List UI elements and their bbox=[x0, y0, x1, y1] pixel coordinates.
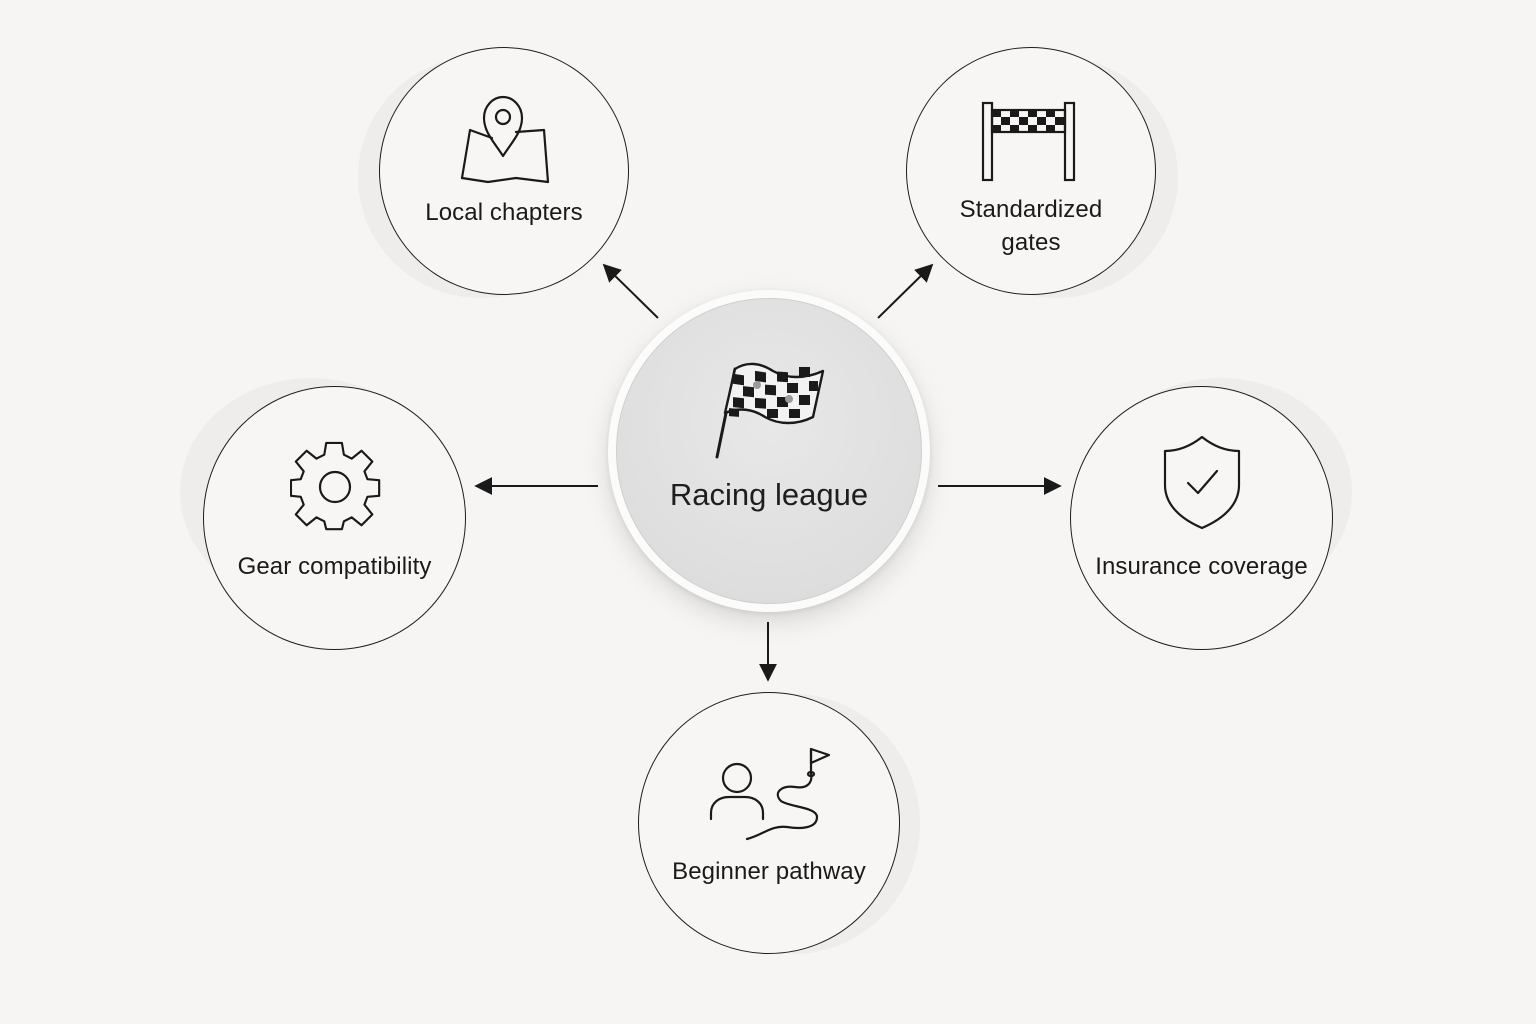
node-label: Gear compatibility bbox=[237, 553, 432, 580]
node-label: Beginner pathway bbox=[672, 858, 866, 885]
node-label-line-1: Standardized bbox=[959, 196, 1103, 223]
node-gear-compatibility[interactable]: Gear compatibility bbox=[203, 386, 466, 650]
node-standardized-gates[interactable]: Standardized gates bbox=[906, 47, 1156, 295]
center-hub[interactable]: Racing league bbox=[616, 298, 922, 604]
node-local-chapters[interactable]: Local chapters bbox=[379, 47, 629, 295]
node-beginner-pathway[interactable]: Beginner pathway bbox=[638, 692, 900, 954]
checkered-flag-icon bbox=[715, 362, 825, 459]
node-label: Insurance coverage bbox=[1095, 553, 1308, 580]
gear-icon bbox=[290, 441, 381, 531]
node-insurance-coverage[interactable]: Insurance coverage bbox=[1070, 386, 1333, 650]
node-label: Local chapters bbox=[425, 199, 583, 226]
center-hub-label: Racing league bbox=[669, 477, 869, 512]
person-path-flag-icon bbox=[709, 747, 831, 841]
shield-check-icon bbox=[1163, 435, 1241, 530]
arrow-to-local-chapters bbox=[602, 263, 659, 319]
checkered-gate-icon bbox=[981, 101, 1076, 182]
arrow-to-standardized-gates bbox=[877, 263, 934, 319]
node-label-line-2: gates bbox=[1001, 229, 1061, 256]
map-pin-icon bbox=[460, 95, 550, 184]
